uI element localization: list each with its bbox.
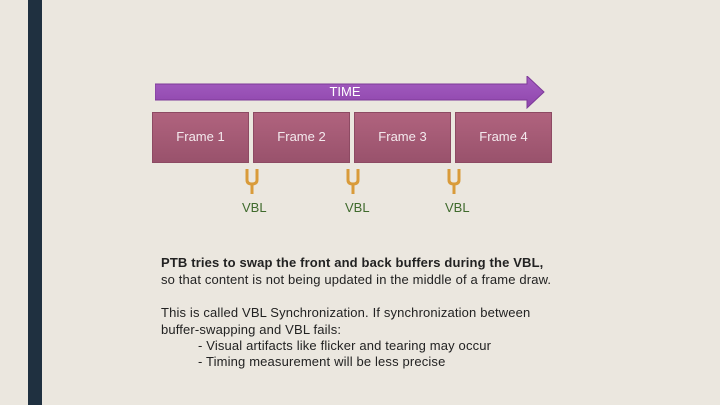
vbl-label-3: VBL [445,200,470,215]
frame-1-label: Frame 1 [176,129,225,144]
frame-2-label: Frame 2 [277,129,326,144]
body-line-4: buffer-swapping and VBL fails: [161,322,342,337]
body-line-3: This is called VBL Synchronization. If s… [161,305,531,320]
tuning-fork-icon [447,169,461,194]
left-accent-bar [28,0,42,405]
time-arrow [155,76,545,110]
vbl-label-2: VBL [345,200,370,215]
frame-2-box: Frame 2 [253,112,350,163]
frame-1-box: Frame 1 [152,112,249,163]
time-label: TIME [329,84,361,99]
bullet-1: - Visual artifacts like flicker and tear… [198,338,492,353]
frame-3-box: Frame 3 [354,112,451,163]
frame-4-box: Frame 4 [455,112,552,163]
body-line-2: so that content is not being updated in … [161,272,552,287]
frame-4-label: Frame 4 [479,129,528,144]
frame-3-label: Frame 3 [378,129,427,144]
body-line-1: PTB tries to swap the front and back buf… [161,255,544,270]
bullet-2: - Timing measurement will be less precis… [198,354,446,369]
tuning-fork-icon [245,169,259,194]
tuning-fork-icon [346,169,360,194]
vbl-label-1: VBL [242,200,267,215]
